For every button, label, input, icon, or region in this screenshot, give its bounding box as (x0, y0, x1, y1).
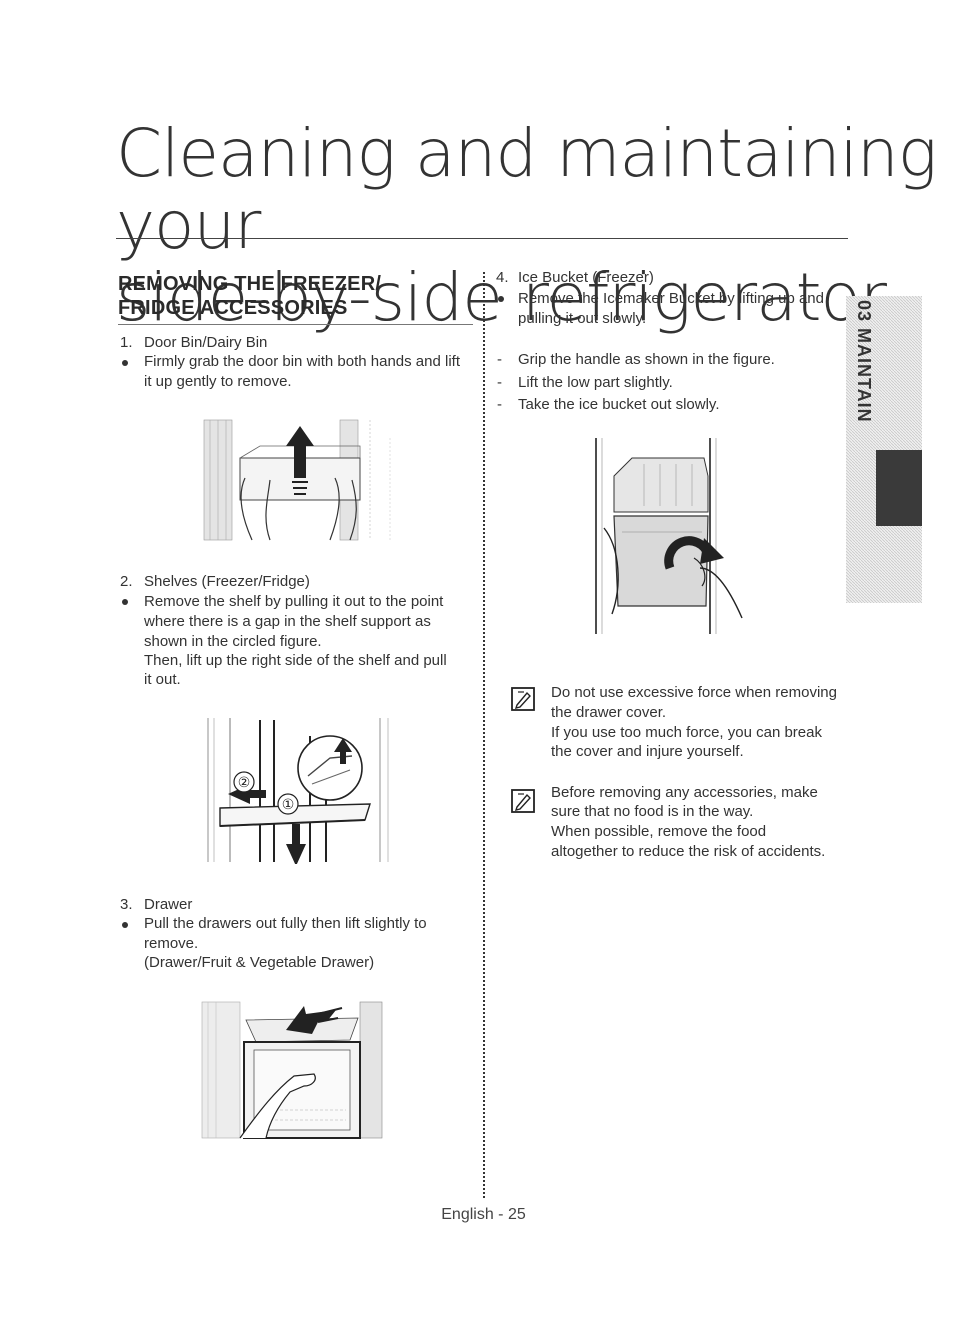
page-title: Cleaning and maintaining your side-by-si… (116, 118, 967, 334)
bullet (122, 922, 128, 928)
item-4-line: pulling it out slowly. (518, 310, 647, 327)
item-2-line: shown in the circled figure. (144, 633, 322, 650)
item-3-number: 3. (120, 896, 133, 913)
chapter-label: 03 MAINTAIN (854, 300, 874, 423)
note-1-line: Do not use excessive force when removing (551, 684, 837, 701)
item-4-line: Remove the Icemaker Bucket by lifting up… (518, 290, 824, 307)
title-underline (116, 238, 848, 239)
dash: - (497, 351, 502, 368)
item-3-title: Drawer (144, 896, 193, 913)
step-2: Lift the low part slightly. (518, 374, 673, 391)
note-2-line: Before removing any accessories, make (551, 784, 818, 801)
note-1-line: the drawer cover. (551, 704, 667, 721)
item-3-line: Pull the drawers out fully then lift sli… (144, 915, 427, 932)
dash: - (497, 374, 502, 391)
bullet (498, 296, 504, 302)
note-1-line: the cover and injure yourself. (551, 743, 744, 760)
section-heading-line-2: FRIDGE ACCESSORIES (118, 297, 348, 319)
item-2-line: Then, lift up the right side of the shel… (144, 652, 447, 669)
item-2-title: Shelves (Freezer/Fridge) (144, 573, 310, 590)
item-2-number: 2. (120, 573, 133, 590)
item-1-line: Firmly grab the door bin with both hands… (144, 353, 461, 370)
shelf-figure: ② ① (207, 718, 389, 864)
bullet (122, 360, 128, 366)
item-1-number: 1. (120, 334, 133, 351)
label-1: ① (282, 797, 295, 813)
door-bin-figure (203, 419, 391, 541)
column-divider (483, 272, 485, 1198)
item-4-title: Ice Bucket (Freezer) (518, 269, 654, 286)
ice-bucket-figure (595, 438, 743, 634)
item-2-line: Remove the shelf by pulling it out to th… (144, 593, 444, 610)
note-2-line: When possible, remove the food (551, 823, 767, 840)
chapter-tab (846, 296, 922, 603)
item-3-line: (Drawer/Fruit & Vegetable Drawer) (144, 954, 375, 971)
title-line-1: Cleaning and maintaining your (116, 115, 937, 264)
note-icon (511, 789, 535, 813)
item-1-title: Door Bin/Dairy Bin (144, 334, 268, 351)
section-heading: REMOVING THE FREEZER/ FRIDGE ACCESSORIES (118, 272, 381, 320)
note-icon (511, 687, 535, 711)
section-heading-line-1: REMOVING THE FREEZER/ (118, 273, 382, 295)
label-2: ② (238, 775, 251, 791)
note-2-line: sure that no food is in the way. (551, 803, 754, 820)
item-2-line: it out. (144, 671, 181, 688)
dash: - (497, 396, 502, 413)
note-2-line: altogether to reduce the risk of acciden… (551, 843, 826, 860)
item-2-line: where there is a gap in the shelf suppor… (144, 613, 431, 630)
item-1-line: it up gently to remove. (144, 373, 292, 390)
note-1-line: If you use too much force, you can break (551, 724, 822, 741)
drawer-figure (201, 1001, 383, 1139)
step-1: Grip the handle as shown in the figure. (518, 351, 775, 368)
item-4-number: 4. (496, 269, 509, 286)
page-footer: English - 25 (441, 1206, 526, 1223)
section-underline (118, 324, 473, 325)
item-3-line: remove. (144, 935, 199, 952)
step-3: Take the ice bucket out slowly. (518, 396, 720, 413)
bullet (122, 599, 128, 605)
